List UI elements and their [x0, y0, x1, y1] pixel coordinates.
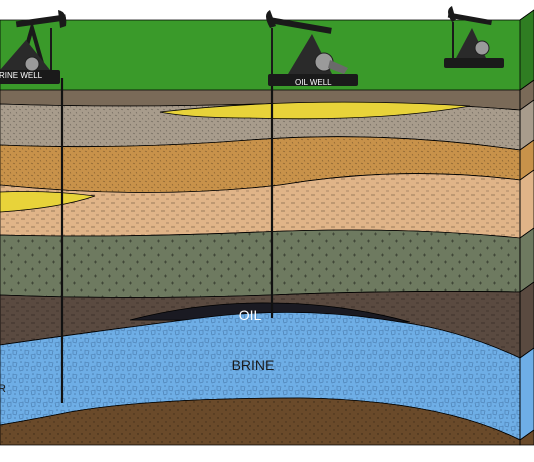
oil-well-label: OIL WELL	[295, 78, 332, 87]
pumpjack-icon	[266, 10, 358, 86]
pumpjack-icon	[444, 6, 504, 68]
brine-well-label: RINE WELL	[0, 71, 43, 80]
oil-label: OIL	[239, 307, 262, 323]
ground-surface-side	[519, 9, 534, 91]
layer-yellow-sand-lens-left	[0, 191, 96, 213]
layer-yellow-sand-lens-top	[159, 101, 471, 120]
left-cut-label: R	[0, 383, 6, 395]
ground-surface-grass	[0, 9, 534, 91]
side-face	[519, 79, 534, 446]
brine-label: BRINE	[232, 357, 275, 373]
pumpjack-icon	[0, 10, 67, 84]
front-face	[0, 87, 521, 446]
